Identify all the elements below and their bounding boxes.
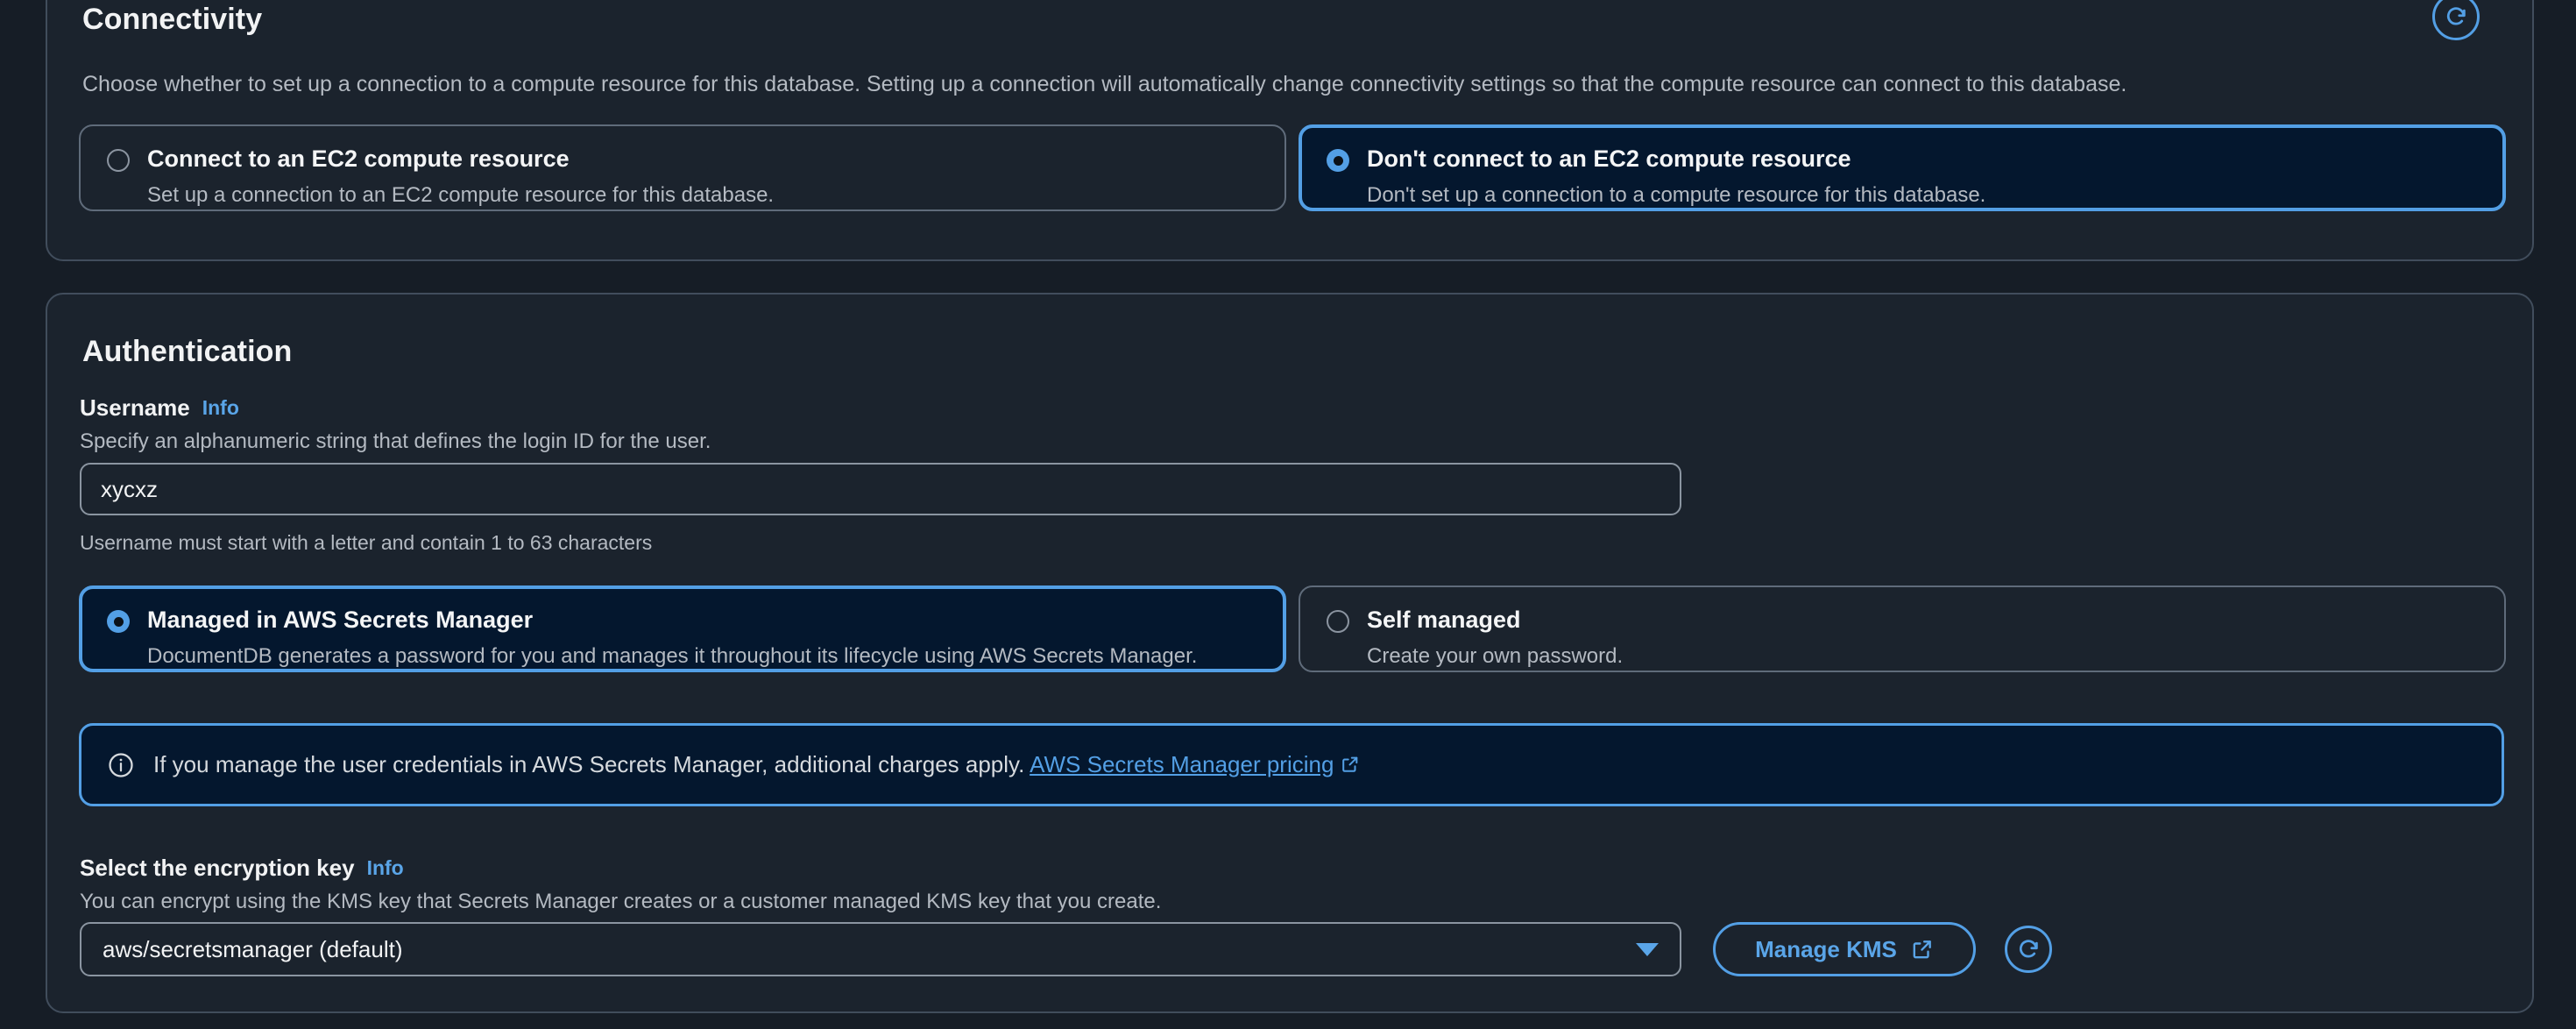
connectivity-option-dont-connect-ec2[interactable]: Don't connect to an EC2 compute resource… — [1299, 124, 2506, 211]
alert-message: If you manage the user credentials in AW… — [153, 751, 1025, 777]
refresh-icon — [2446, 7, 2466, 25]
manage-kms-label: Manage KMS — [1755, 935, 1897, 962]
connectivity-option-connect-ec2[interactable]: Connect to an EC2 compute resource Set u… — [79, 124, 1286, 211]
connectivity-description: Choose whether to set up a connection to… — [82, 72, 2127, 96]
connectivity-heading: Connectivity — [82, 3, 263, 36]
username-label: Username Info — [80, 394, 239, 422]
username-input[interactable] — [80, 463, 1681, 515]
username-constraint: Username must start with a letter and co… — [80, 531, 653, 554]
alert-text-wrapper: If you manage the user credentials in AW… — [153, 751, 1360, 778]
encryption-key-label-text: Select the encryption key — [80, 855, 355, 881]
secrets-manager-charges-alert: If you manage the user credentials in AW… — [79, 723, 2504, 806]
encryption-key-select[interactable]: aws/secretsmanager (default) — [80, 922, 1681, 976]
connectivity-option-connect-ec2-description: Set up a connection to an EC2 compute re… — [147, 183, 775, 208]
external-link-icon — [1913, 940, 1931, 959]
credentials-option-managed-description: DocumentDB generates a password for you … — [147, 644, 1198, 669]
radio-dont-connect-ec2[interactable] — [1327, 149, 1349, 172]
info-circle-icon — [109, 752, 133, 777]
username-info-link[interactable]: Info — [202, 396, 239, 419]
connectivity-option-connect-ec2-label: Connect to an EC2 compute resource — [147, 145, 570, 172]
authentication-heading: Authentication — [82, 335, 293, 368]
refresh-icon — [2019, 940, 2038, 958]
connectivity-option-dont-connect-ec2-label: Don't connect to an EC2 compute resource — [1367, 145, 1851, 172]
encryption-key-refresh-button[interactable] — [2005, 926, 2052, 973]
aws-secrets-manager-pricing-link[interactable]: AWS Secrets Manager pricing — [1030, 751, 1334, 777]
encryption-key-description: You can encrypt using the KMS key that S… — [80, 890, 1162, 913]
credentials-option-managed-secrets-manager[interactable]: Managed in AWS Secrets Manager DocumentD… — [79, 585, 1286, 672]
encryption-key-selected-value: aws/secretsmanager (default) — [103, 935, 403, 962]
encryption-key-info-link[interactable]: Info — [366, 856, 404, 879]
manage-kms-button[interactable]: Manage KMS — [1713, 922, 1976, 976]
connectivity-option-dont-connect-ec2-description: Don't set up a connection to a compute r… — [1367, 183, 1986, 208]
username-description: Specify an alphanumeric string that defi… — [80, 429, 711, 453]
username-label-text: Username — [80, 394, 190, 421]
radio-connect-ec2[interactable] — [107, 149, 130, 172]
external-link-icon[interactable] — [1341, 755, 1360, 774]
credentials-option-managed-label: Managed in AWS Secrets Manager — [147, 607, 534, 633]
encryption-key-label: Select the encryption key Info — [80, 855, 404, 882]
chevron-down-icon[interactable] — [1636, 942, 1659, 956]
credentials-option-self-managed-label: Self managed — [1367, 607, 1521, 633]
radio-self-managed[interactable] — [1327, 610, 1349, 633]
credentials-option-self-managed[interactable]: Self managed Create your own password. — [1299, 585, 2506, 672]
radio-managed-secrets-manager[interactable] — [107, 610, 130, 633]
connectivity-refresh-button[interactable] — [2432, 0, 2480, 40]
credentials-option-self-managed-description: Create your own password. — [1367, 644, 1624, 669]
